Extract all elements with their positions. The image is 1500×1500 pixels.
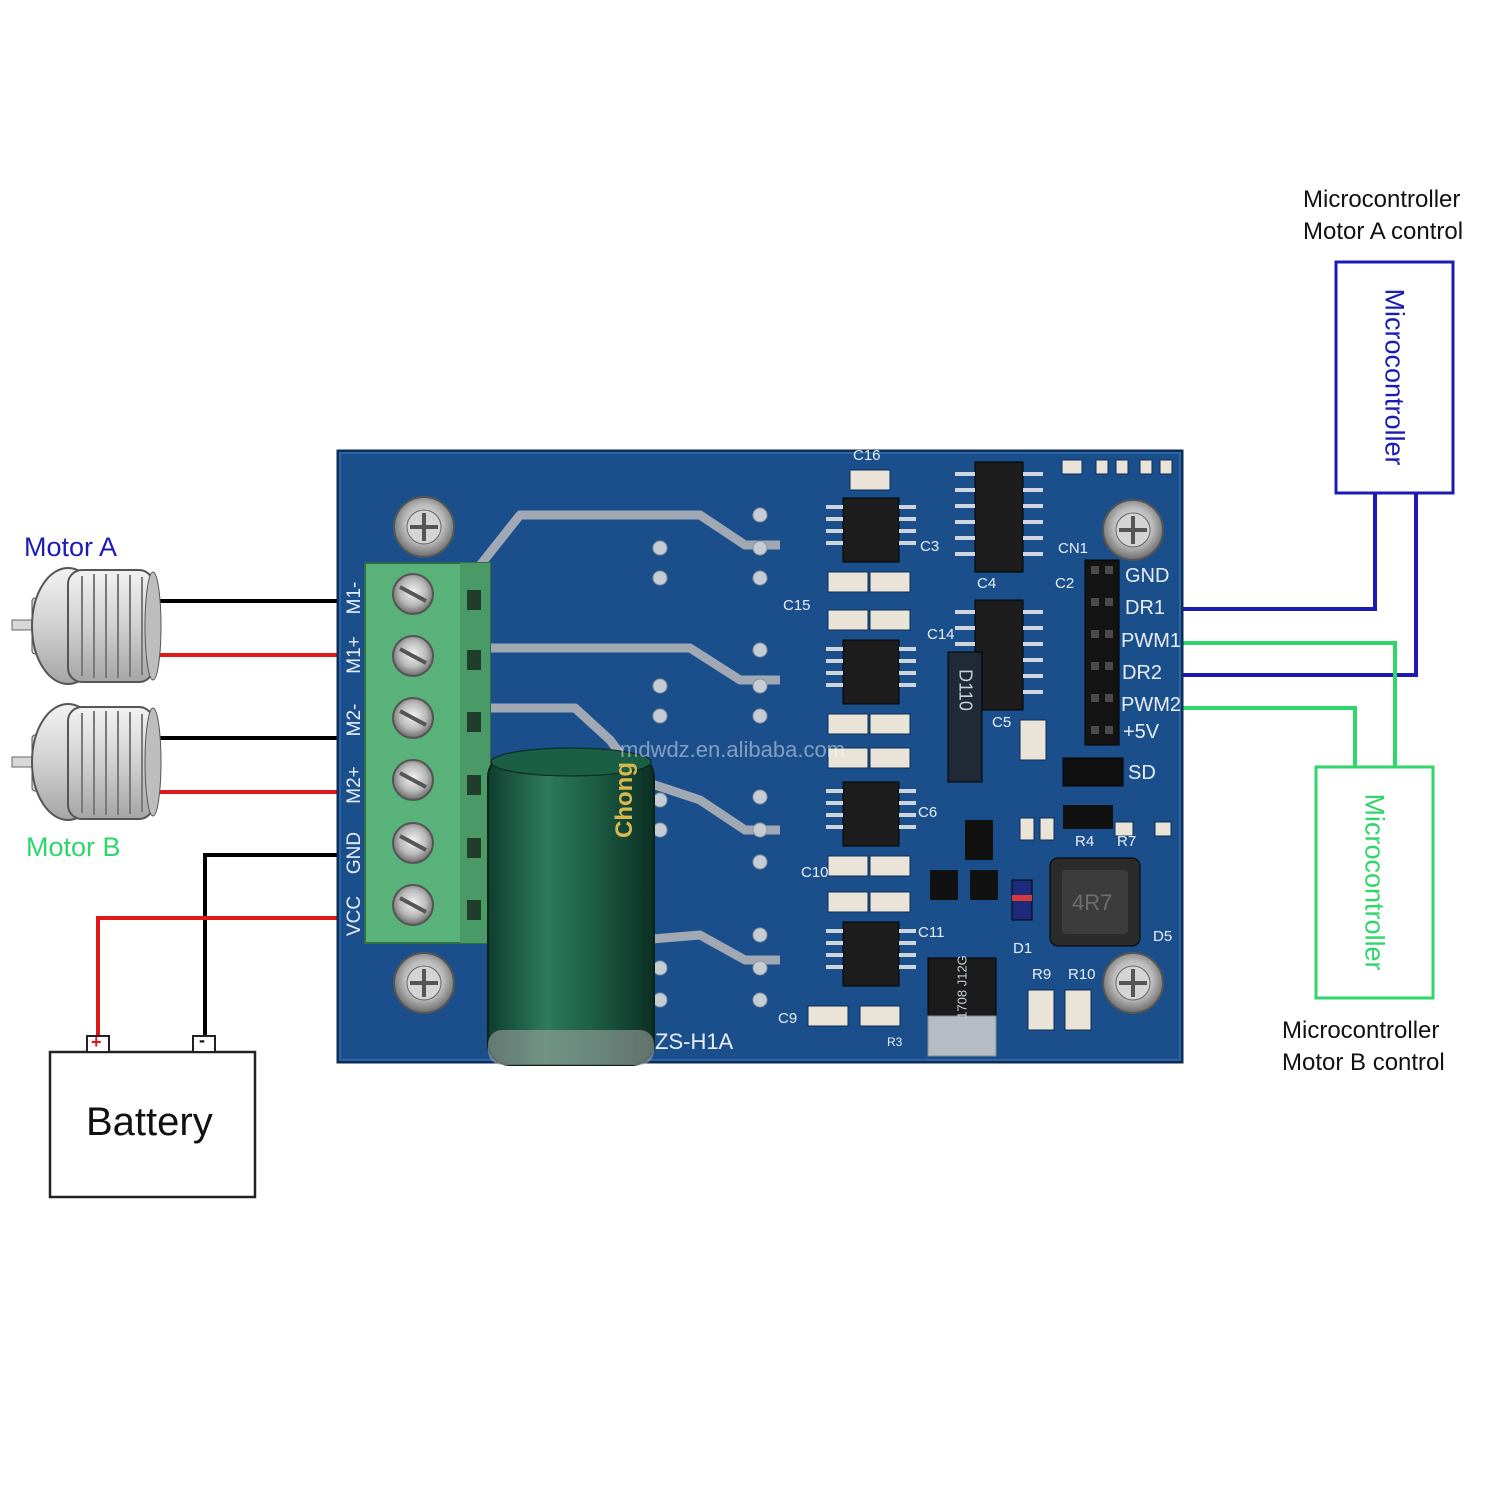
part-c4: C4 [977,575,997,592]
motor-b-label: Motor B [26,832,121,862]
terminal-label-gnd: GND [344,831,365,875]
part-d6: D1 [1013,940,1033,957]
terminal-block [364,562,491,944]
part-c16: C16 [853,447,881,464]
control-wires [1180,493,1418,767]
dr2-wire [1180,493,1418,677]
mcu-b-box-label: Microcontroller [1359,793,1390,971]
battery-plus-sign: + [91,1032,102,1052]
battery-minus-sign: - [199,1030,205,1050]
pwm1-wire [1180,641,1397,767]
mcu-a-caption-line2: Motor A control [1303,218,1464,245]
pin-label-dr2: DR2 [1122,662,1163,684]
diode-label: D110 [955,669,976,711]
microcontroller-b-box [1314,765,1435,1000]
terminal-label-m2-plus: M2+ [344,766,365,804]
pin-header [1084,559,1120,746]
motor-b-icon [11,703,162,821]
battery-negative-terminal [192,1035,216,1053]
pin-label-5v: +5V [1123,721,1160,743]
part-c15: C15 [783,597,811,614]
part-d5: R4 [1075,833,1095,850]
part-c10: C10 [801,864,829,881]
part-c3: C3 [920,538,940,555]
pin-label-pwm1: PWM1 [1121,630,1181,652]
diode-d110 [947,651,983,783]
capacitor-brand-label: Chong [611,762,638,838]
part-r9: R7 [1117,833,1137,850]
pin-label-dr1: DR1 [1125,597,1166,619]
part-l1: D5 [1153,928,1173,945]
mcu-a-box-label: Microcontroller [1379,288,1410,466]
part-c6: C6 [918,804,938,821]
part-r11: R9 [1032,966,1052,983]
inductor-label: 4R7 [1072,890,1113,915]
terminal-label-m2-minus: M2- [344,703,365,737]
part-c2: C2 [1055,575,1075,592]
battery-label: Battery [86,1100,213,1144]
mcu-b-caption-line2: Motor B control [1282,1049,1445,1076]
battery-box [48,1050,257,1199]
pin-label-sd: SD [1128,762,1156,784]
motor-a-icon [11,567,162,685]
part-c5: C5 [992,714,1012,731]
board-model-label: ZS-H1A [655,1029,734,1054]
part-c14: C14 [927,626,955,643]
terminal-label-m1-minus: M1- [344,581,365,615]
sd-jumper [1062,757,1124,787]
battery-positive-wire [96,916,340,1040]
battery-positive-terminal [86,1035,110,1053]
regulator-label: 1708 J12G [954,955,970,1019]
microcontroller-a-box [1334,260,1455,495]
battery-ground-wire [203,853,340,1040]
dr1-wire [1180,493,1377,611]
part-c11: C11 [918,924,945,941]
part-c9: C9 [778,1010,798,1027]
terminal-label-vcc: VCC [344,895,365,937]
motor-a-label: Motor A [24,532,118,562]
mcu-b-caption-line1: Microcontroller [1282,1017,1440,1044]
pin-label-pwm2: PWM2 [1121,694,1181,716]
terminal-label-m1-plus: M1+ [344,636,365,674]
part-r12: R10 [1068,966,1096,983]
pin-label-gnd: GND [1125,565,1170,587]
motor-wires [96,599,340,1040]
mounting-screws [393,496,1164,1014]
part-cn1: CN1 [1058,540,1089,557]
watermark: mdwdz.en.alibaba.com [620,737,846,762]
mcu-a-caption-line1: Microcontroller [1303,186,1461,213]
part-d1: R3 [887,1035,903,1049]
electrolytic-capacitor [487,747,655,1066]
pwm2-wire [1180,706,1357,767]
pcb-board [336,449,1184,1066]
